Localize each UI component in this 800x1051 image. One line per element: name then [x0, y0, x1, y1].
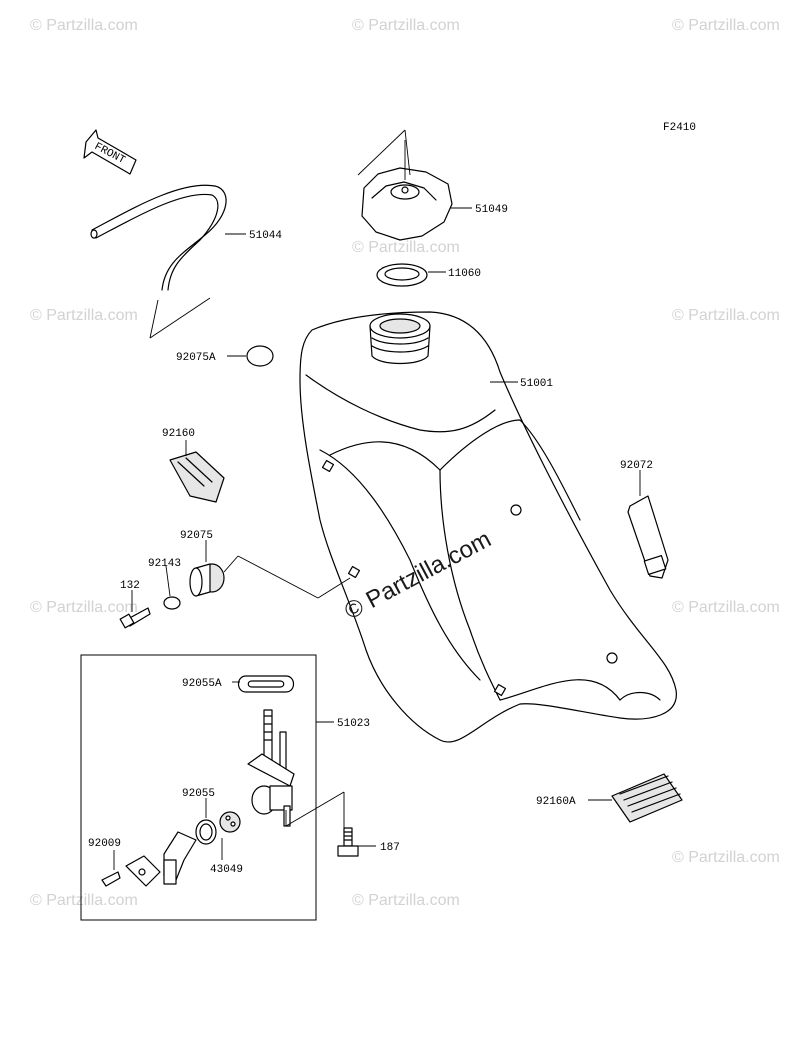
plug-92075A: [227, 345, 274, 367]
watermark-tile: © Partzilla.com: [30, 892, 138, 909]
part-label-92160: 92160: [162, 428, 195, 440]
part-label-11060: 11060: [448, 268, 481, 280]
watermark-tile: © Partzilla.com: [672, 599, 780, 616]
watermark-tiles: © Partzilla.com © Partzilla.com © Partzi…: [30, 17, 780, 909]
part-label-51044: 51044: [249, 230, 282, 242]
watermark-tile: © Partzilla.com: [672, 17, 780, 34]
watermark-tile: © Partzilla.com: [672, 307, 780, 324]
diagram-code: F2410: [663, 122, 696, 134]
part-label-92143: 92143: [148, 558, 181, 570]
strap-92072: [627, 470, 669, 579]
breather-hose: [90, 184, 246, 339]
part-label-92009: 92009: [88, 838, 121, 850]
watermark-tile: © Partzilla.com: [352, 239, 460, 256]
fuel-cock-assembly-box: [80, 654, 317, 921]
pad-92160: [169, 440, 225, 503]
watermark-tile: © Partzilla.com: [30, 17, 138, 34]
part-label-43049: 43049: [210, 864, 243, 876]
front-arrow-icon: FRONT: [83, 129, 137, 175]
watermark-tile: © Partzilla.com: [352, 892, 460, 909]
part-label-51023: 51023: [337, 718, 370, 730]
part-label-92055: 92055: [182, 788, 215, 800]
watermark-tile: © Partzilla.com: [30, 307, 138, 324]
fuel-cock: [101, 675, 345, 887]
mount-hardware: [119, 540, 351, 629]
cap-gasket: [376, 263, 446, 287]
part-label-92075A: 92075A: [176, 352, 216, 364]
part-label-187: 187: [380, 842, 400, 854]
watermark-tile: © Partzilla.com: [30, 599, 138, 616]
part-label-92160A: 92160A: [536, 796, 576, 808]
part-label-51049: 51049: [475, 204, 508, 216]
part-label-132: 132: [120, 580, 140, 592]
pad-92160A: [588, 773, 683, 823]
fuel-cap: [357, 129, 472, 241]
watermark-tile: © Partzilla.com: [672, 849, 780, 866]
watermark-tile: © Partzilla.com: [352, 17, 460, 34]
part-label-92072: 92072: [620, 460, 653, 472]
fuel-tank: [299, 311, 677, 743]
part-label-92055A: 92055A: [182, 678, 222, 690]
bolt-187: [337, 827, 376, 857]
part-label-92075: 92075: [180, 530, 213, 542]
part-label-51001: 51001: [520, 378, 553, 390]
